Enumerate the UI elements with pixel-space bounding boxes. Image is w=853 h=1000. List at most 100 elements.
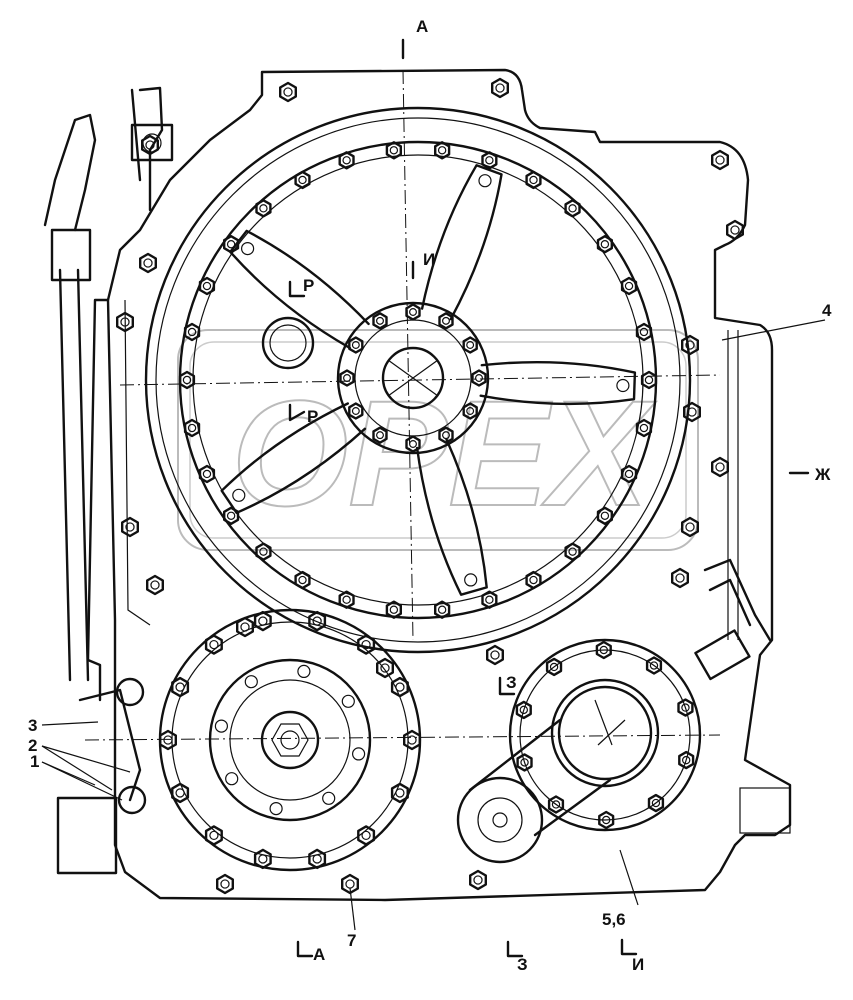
ring-bolt-head bbox=[635, 418, 653, 438]
lrf-bolt-head bbox=[645, 656, 663, 675]
ring-bolt-head bbox=[385, 600, 402, 619]
oil-pipes bbox=[43, 86, 772, 815]
hub-bolts bbox=[339, 303, 487, 453]
housing-right-ribs bbox=[727, 330, 739, 640]
llf-inner-hole bbox=[352, 747, 366, 761]
ring-bolt-center bbox=[182, 375, 192, 385]
hub-bolt-center bbox=[475, 374, 483, 382]
housing-bolt-center bbox=[730, 225, 740, 235]
lrf-bolt-center bbox=[651, 798, 661, 808]
housing-bolt-head bbox=[120, 516, 140, 538]
llf-bolt-head bbox=[390, 676, 409, 698]
llf-shaft-nut bbox=[271, 723, 309, 757]
housing-bolt-center bbox=[473, 875, 483, 885]
label-i-mid: И bbox=[423, 250, 435, 269]
hub-bolt-center bbox=[343, 374, 351, 382]
housing-bolt-center bbox=[687, 407, 697, 417]
llf-bolt-head bbox=[204, 825, 223, 846]
hub-bolt-head bbox=[438, 426, 454, 444]
llf-inner-hole bbox=[225, 772, 239, 786]
llf-bolt-center bbox=[312, 854, 322, 864]
llf-shaft bbox=[260, 710, 320, 770]
llf-inner-hole bbox=[269, 801, 283, 816]
label-zh: Ж bbox=[814, 465, 831, 484]
llf-bolt-center bbox=[175, 788, 185, 798]
pump-outer bbox=[456, 776, 544, 864]
ring-bolt-center bbox=[639, 327, 649, 337]
housing-bolt-head bbox=[491, 77, 509, 99]
ring-bolt-center bbox=[259, 204, 268, 213]
center-lines bbox=[84, 69, 721, 741]
callout-2: 2 bbox=[28, 736, 37, 755]
callouts: 4 3 2 1 5,6 7 bbox=[28, 301, 832, 950]
ring-bolt-center bbox=[624, 281, 634, 291]
lrf-bolt-head bbox=[677, 698, 694, 717]
callout-56: 5,6 bbox=[602, 910, 626, 929]
ring-bolt-center bbox=[644, 375, 654, 385]
left-union bbox=[50, 228, 92, 282]
housing-bolt-head bbox=[115, 311, 135, 333]
spoke-tip-hole bbox=[232, 488, 246, 502]
small-pump-flange bbox=[456, 718, 612, 864]
marker-a-bottom bbox=[296, 940, 314, 958]
right-foot bbox=[739, 787, 791, 834]
hub-bolt-head bbox=[438, 312, 454, 330]
outer-ring bbox=[144, 106, 692, 654]
lrf-bolt-center bbox=[551, 800, 561, 809]
callout-1: 1 bbox=[30, 752, 39, 771]
housing-bolt-head bbox=[681, 334, 699, 356]
spoke-tip-hole bbox=[616, 378, 630, 393]
marker-p-upper bbox=[288, 280, 306, 298]
lrf-bolt-center bbox=[520, 758, 529, 767]
ring-bolt-center bbox=[529, 175, 538, 185]
lever-eye bbox=[117, 785, 147, 815]
llf-bolt-head bbox=[390, 782, 409, 804]
housing-inner-left bbox=[124, 299, 151, 626]
housing-bolt-head bbox=[138, 252, 158, 274]
ring-bolt-center bbox=[568, 204, 577, 213]
top-pipe bbox=[130, 86, 164, 212]
leader-3 bbox=[41, 721, 99, 726]
ring-bolt-head bbox=[481, 590, 498, 609]
pump-center bbox=[492, 812, 508, 828]
llf-inner-hole bbox=[214, 719, 228, 733]
housing-bolt-center bbox=[715, 462, 725, 472]
housing-bolt-center bbox=[220, 879, 230, 889]
hub-bolt-center bbox=[466, 341, 475, 349]
housing-bolt-center bbox=[120, 317, 130, 327]
llf-inner-hole bbox=[322, 791, 336, 805]
ring-bolt-head bbox=[525, 170, 542, 190]
callout-3: 3 bbox=[28, 716, 37, 735]
ring-bolt-head bbox=[434, 600, 451, 619]
hub-bolt-head bbox=[348, 336, 364, 354]
hub-bolt-head bbox=[462, 402, 478, 420]
lrf-bolt-center bbox=[519, 705, 528, 715]
lrf-bolt-head bbox=[595, 640, 612, 660]
lower-right-flange bbox=[508, 638, 702, 832]
llf-bolt-head bbox=[171, 782, 190, 804]
llf-bolt-center bbox=[361, 830, 371, 841]
lrf-bolt-head bbox=[598, 810, 615, 830]
label-a-top: A bbox=[416, 17, 428, 36]
llf-bolts bbox=[158, 610, 421, 870]
housing-bolt-center bbox=[685, 522, 695, 532]
llf-bolt-head bbox=[357, 634, 376, 655]
hub-bolt-center bbox=[442, 316, 450, 325]
lrf-bolt-head bbox=[545, 657, 563, 677]
leader-7 bbox=[349, 887, 356, 931]
llf-bolt-center bbox=[258, 616, 268, 626]
ring-bolt-center bbox=[529, 575, 538, 585]
housing-bolt-center bbox=[150, 580, 160, 590]
hub-bolt-center bbox=[351, 341, 360, 349]
ring-bolt-center bbox=[259, 547, 268, 556]
hub-bolt-head bbox=[372, 312, 388, 330]
marker-z-mid bbox=[498, 676, 516, 696]
housing-bolt-head bbox=[279, 81, 297, 103]
hub-bolt-head bbox=[348, 402, 364, 420]
outer-ring-inner bbox=[155, 117, 681, 643]
ring-bolt-center bbox=[298, 575, 307, 585]
ring-bolt-head bbox=[385, 141, 402, 160]
ring-bolt-head bbox=[338, 590, 355, 609]
llf-bolt-head bbox=[171, 676, 190, 698]
